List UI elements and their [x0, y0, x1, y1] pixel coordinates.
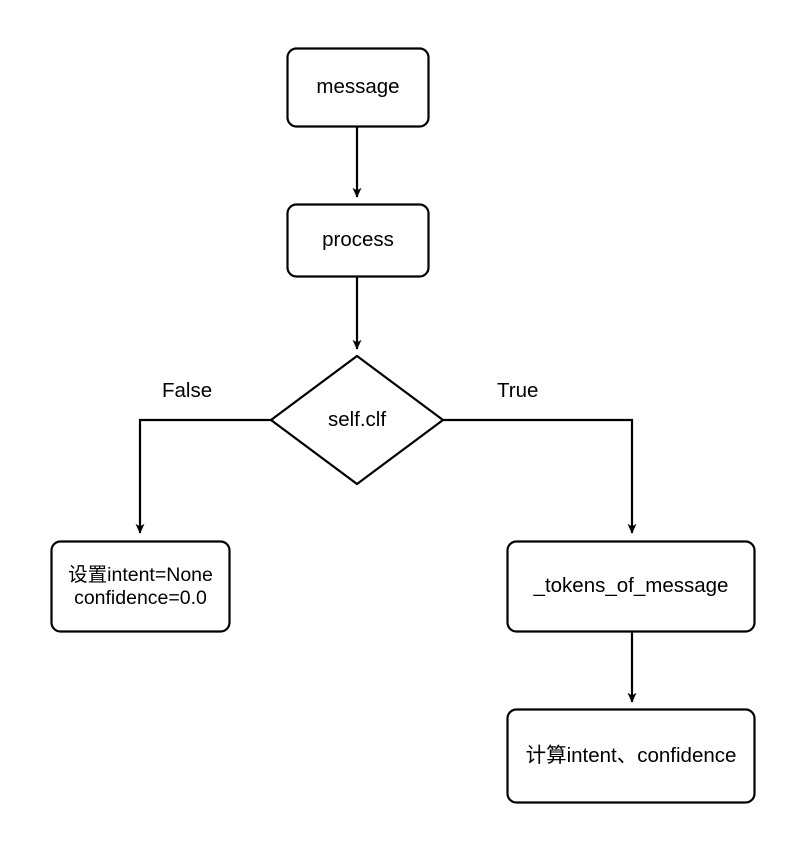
node-process-shape[interactable] — [286, 203, 430, 278]
edge-label-false: False — [162, 379, 213, 402]
node-tokens-of-message-shape[interactable] — [506, 540, 756, 633]
node-message-shape[interactable] — [286, 47, 430, 128]
node-self-clf-shape[interactable] — [269, 354, 445, 486]
node-set-none-shape[interactable] — [50, 540, 231, 633]
node-compute-intent-shape[interactable] — [506, 708, 756, 804]
edge-self-clf-false — [135, 418, 271, 534]
edge-self-clf-true — [443, 418, 637, 534]
edge-label-true: True — [497, 379, 539, 402]
